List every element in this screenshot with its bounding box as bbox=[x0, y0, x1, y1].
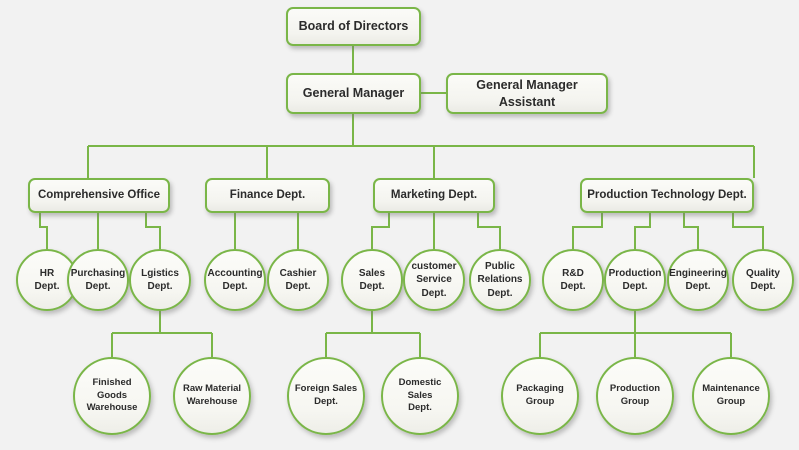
node-raw-material-warehouse[interactable]: Raw Material Warehouse bbox=[173, 357, 251, 435]
node-comprehensive-office[interactable]: Comprehensive Office bbox=[28, 178, 170, 213]
node-production-technology-dept[interactable]: Production Technology Dept. bbox=[580, 178, 754, 213]
node-label: Purchasing Dept. bbox=[70, 267, 126, 293]
node-label: Domestic Sales Dept. bbox=[398, 376, 442, 414]
node-maintenance-group[interactable]: Maintenance Group bbox=[692, 357, 770, 435]
node-label: Packaging Group bbox=[516, 383, 564, 407]
node-label: Public Relations Dept. bbox=[477, 260, 523, 299]
node-purchasing-dept[interactable]: Purchasing Dept. bbox=[67, 249, 129, 311]
node-engineering-dept[interactable]: Engineering Dept. bbox=[667, 249, 729, 311]
node-label: Raw Material Warehouse bbox=[182, 383, 242, 407]
node-customer-service-dept[interactable]: customer Service Dept. bbox=[403, 249, 465, 311]
node-label: Finance Dept. bbox=[229, 188, 306, 201]
edge-pt-to-quality bbox=[732, 213, 764, 249]
node-label: Production Group bbox=[609, 383, 661, 407]
node-sales-dept[interactable]: Sales Dept. bbox=[341, 249, 403, 311]
node-lgistics-dept[interactable]: Lgistics Dept. bbox=[129, 249, 191, 311]
node-production-dept[interactable]: Production Dept. bbox=[604, 249, 666, 311]
node-finance-dept[interactable]: Finance Dept. bbox=[205, 178, 330, 213]
node-label: General Manager Assistant bbox=[476, 77, 578, 109]
edge-marketing-to-sales bbox=[371, 213, 390, 249]
node-quality-dept[interactable]: Quality Dept. bbox=[732, 249, 794, 311]
node-public-relations-dept[interactable]: Public Relations Dept. bbox=[469, 249, 531, 311]
node-label: Production Technology Dept. bbox=[587, 188, 747, 201]
edge-marketing-to-public-relations bbox=[477, 213, 501, 249]
node-accounting-dept[interactable]: Accounting Dept. bbox=[204, 249, 266, 311]
node-label: Maintenance Group bbox=[702, 383, 760, 407]
node-label: Finished Goods Warehouse bbox=[86, 376, 138, 414]
node-label: HR Dept. bbox=[34, 267, 60, 293]
node-label: Board of Directors bbox=[298, 19, 409, 34]
node-general-manager[interactable]: General Manager bbox=[286, 73, 421, 114]
node-label: customer Service Dept. bbox=[411, 260, 457, 299]
node-label: Production Dept. bbox=[608, 267, 662, 293]
node-label: Cashier Dept. bbox=[279, 267, 317, 293]
node-label: Foreign Sales Dept. bbox=[294, 383, 358, 407]
node-label: Marketing Dept. bbox=[390, 188, 478, 201]
node-label: Lgistics Dept. bbox=[141, 267, 179, 293]
edge-pt-to-rd bbox=[572, 213, 603, 249]
node-label: Engineering Dept. bbox=[669, 267, 727, 293]
edge-co-to-lgistics bbox=[145, 213, 161, 249]
node-label: Quality Dept. bbox=[746, 267, 780, 293]
node-label: Sales Dept. bbox=[358, 267, 386, 293]
edge-pt-to-production bbox=[634, 213, 651, 249]
node-rd-dept[interactable]: R&D Dept. bbox=[542, 249, 604, 311]
node-production-group[interactable]: Production Group bbox=[596, 357, 674, 435]
node-cashier-dept[interactable]: Cashier Dept. bbox=[267, 249, 329, 311]
edge-pt-to-engineering bbox=[683, 213, 699, 249]
edge-co-to-hr bbox=[39, 213, 48, 249]
node-finished-goods-warehouse[interactable]: Finished Goods Warehouse bbox=[73, 357, 151, 435]
node-domestic-sales-dept[interactable]: Domestic Sales Dept. bbox=[381, 357, 459, 435]
node-label: General Manager bbox=[302, 86, 405, 101]
node-label: Accounting Dept. bbox=[207, 267, 263, 293]
node-packaging-group[interactable]: Packaging Group bbox=[501, 357, 579, 435]
node-foreign-sales-dept[interactable]: Foreign Sales Dept. bbox=[287, 357, 365, 435]
node-label: R&D Dept. bbox=[560, 267, 586, 293]
node-label: Comprehensive Office bbox=[37, 188, 161, 201]
node-marketing-dept[interactable]: Marketing Dept. bbox=[373, 178, 495, 213]
node-board-of-directors[interactable]: Board of Directors bbox=[286, 7, 421, 46]
node-general-manager-assistant[interactable]: General Manager Assistant bbox=[446, 73, 608, 114]
